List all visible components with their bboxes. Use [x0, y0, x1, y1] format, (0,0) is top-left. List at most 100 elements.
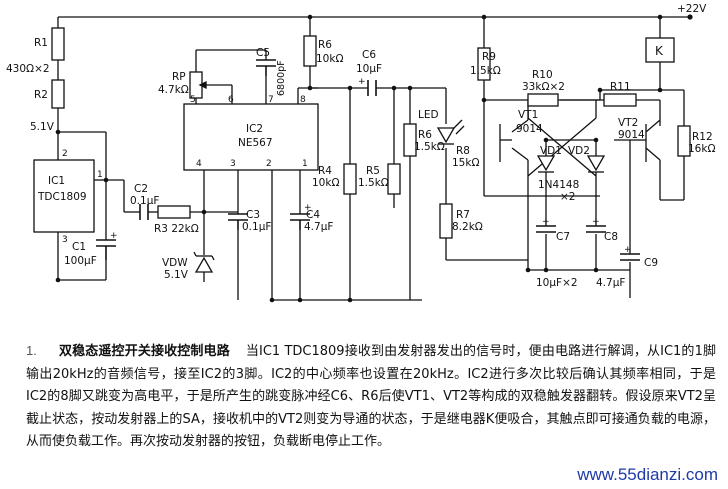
- capacitors: [96, 59, 640, 261]
- r8-value: 15kΩ: [452, 157, 479, 169]
- vd1-label: VD1: [540, 145, 562, 157]
- vt2-label: VT2: [618, 117, 638, 129]
- vt1-label: VT1: [518, 109, 538, 121]
- c3-value: 0.1μF: [242, 221, 271, 233]
- r6-10k-value: 10kΩ: [316, 53, 343, 65]
- r9-resistor: [477, 47, 491, 81]
- c7-plus: +: [542, 217, 550, 227]
- diode-qty: ×2: [560, 191, 575, 203]
- r3-resistor: [157, 205, 191, 219]
- vdw-label: VDW: [162, 257, 188, 269]
- pin8-ic2: 8: [300, 95, 306, 105]
- circuit-schematic: +22V R1 430Ω×2 R2 5.1V 2 IC1 TDC1809 1 3…: [6, 3, 715, 303]
- r9-value: 1.5kΩ: [470, 65, 501, 77]
- c6-label: C6: [362, 49, 376, 61]
- c7-label: C7: [556, 231, 570, 243]
- c4-label: C4: [306, 209, 320, 221]
- r10-label: R10: [532, 69, 553, 81]
- c5-value: 6800pF: [276, 60, 287, 96]
- r1-value: 430Ω×2: [6, 63, 50, 75]
- pin5-ic2: 5: [190, 95, 196, 105]
- led-diode: [436, 127, 456, 144]
- rp-label: RP: [172, 71, 186, 83]
- r6-10k-label: R6: [318, 39, 332, 51]
- c1-label: C1: [72, 241, 86, 253]
- r6-10k-resistor: [303, 35, 317, 67]
- r5-value: 1.5kΩ: [358, 177, 389, 189]
- vcc-label: +22V: [677, 3, 707, 15]
- r9-label: R9: [482, 51, 496, 63]
- c9-value: 4.7μF: [596, 277, 625, 289]
- r1-resistor: [51, 27, 65, 61]
- diodes: [193, 119, 606, 273]
- c1-plus: +: [110, 231, 118, 241]
- figure-caption: 1. 双稳态遥控开关接收控制电路当IC1 TDC1809接收到由发射器发出的信号时…: [26, 340, 716, 454]
- ic2-box: [183, 103, 319, 171]
- c9-label: C9: [644, 257, 658, 269]
- r6-1k5-label: R6: [418, 129, 432, 141]
- c2-label: C2: [134, 183, 148, 195]
- r8-label: R8: [456, 145, 470, 157]
- r7-value: 8.2kΩ: [452, 221, 483, 233]
- pin3-ic1: 3: [62, 235, 68, 245]
- r10-resistor: [527, 93, 559, 107]
- c3-label: C3: [246, 209, 260, 221]
- c4-value: 4.7μF: [304, 221, 333, 233]
- vd2-label: VD2: [568, 145, 590, 157]
- pin1-ic1: 1: [97, 170, 103, 180]
- relay-coil: [645, 37, 675, 63]
- vt1-part: 9014: [516, 123, 543, 135]
- r4-value: 10kΩ: [312, 177, 339, 189]
- vd1-diode: [536, 155, 556, 172]
- figure-description: 当IC1 TDC1809接收到由发射器发出的信号时，便由电路进行解调，从IC1的…: [26, 344, 716, 449]
- r11-label: R11: [610, 81, 631, 93]
- site-watermark: www.55dianzi.com: [577, 465, 718, 484]
- junctions: [55, 14, 693, 303]
- component-labels: +22V R1 430Ω×2 R2 5.1V 2 IC1 TDC1809 1 3…: [6, 3, 715, 289]
- r2-resistor: [51, 79, 65, 109]
- ic1-label: IC1: [48, 175, 65, 187]
- diode-part: 1N4148: [538, 179, 579, 191]
- vdw-zener: [194, 256, 214, 273]
- ic2-label: IC2: [246, 123, 263, 135]
- r1-label: R1: [34, 37, 48, 49]
- r6-1k5-value: 1.5kΩ: [414, 141, 445, 153]
- c1-value: 100μF: [64, 255, 97, 267]
- relay-label: K: [655, 44, 664, 58]
- vt2-part: 9014: [618, 129, 645, 141]
- r12-value: 16kΩ: [688, 143, 715, 155]
- c8-label: C8: [604, 231, 618, 243]
- r5-resistor: [387, 163, 401, 195]
- r7-resistor: [439, 203, 453, 239]
- figure-number: 1.: [26, 343, 37, 358]
- pin2-ic2: 2: [266, 159, 272, 169]
- pin2-ic1: 2: [62, 149, 68, 159]
- v51-label: 5.1V: [30, 121, 55, 133]
- pin6-ic2: 6: [228, 95, 234, 105]
- r12-label: R12: [692, 131, 713, 143]
- r7-label: R7: [456, 209, 470, 221]
- r12-resistor: [677, 125, 691, 157]
- r10-value: 33kΩ×2: [522, 81, 565, 93]
- figure-title: 双稳态遥控开关接收控制电路: [58, 344, 230, 359]
- vdw-value: 5.1V: [164, 269, 189, 281]
- wires: [57, 16, 690, 301]
- c2-value: 0.1μF: [130, 195, 159, 207]
- r11-resistor: [603, 93, 637, 107]
- resistors: [51, 27, 691, 239]
- c9-plus: +: [624, 245, 632, 255]
- r3-label: R3 22kΩ: [154, 223, 199, 235]
- ic1-box: [33, 159, 95, 233]
- pin7-ic2: 7: [268, 95, 274, 105]
- pin3-ic2: 3: [230, 159, 236, 169]
- led-label: LED: [418, 109, 439, 121]
- c5-label: C5: [256, 47, 270, 59]
- r4-resistor: [343, 163, 357, 195]
- pin4-ic2: 4: [196, 159, 202, 169]
- c6-value: 10μF: [356, 63, 382, 75]
- c4-plus: +: [304, 203, 312, 213]
- vd2-diode: [586, 155, 606, 172]
- r6-1k5-resistor: [403, 123, 417, 157]
- ic1-part: TDC1809: [37, 191, 87, 203]
- rp-value: 4.7kΩ: [158, 84, 189, 96]
